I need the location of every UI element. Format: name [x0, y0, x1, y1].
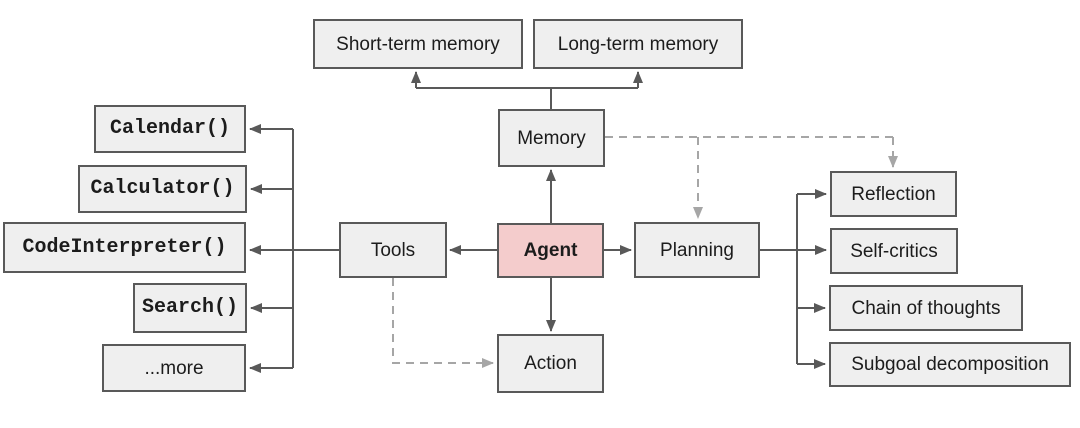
node-long-term-memory: Long-term memory: [533, 19, 743, 69]
node-self-critics: Self-critics: [830, 228, 958, 274]
node-memory: Memory: [498, 109, 605, 167]
node-reflection: Reflection: [830, 171, 957, 217]
node-agent: Agent: [497, 223, 604, 278]
edge-tools-action-dashed: [392, 278, 494, 368]
node-planning: Planning: [634, 222, 760, 278]
node-tools: Tools: [339, 222, 447, 278]
node-calendar: Calendar(): [94, 105, 246, 153]
node-subgoal-decomposition: Subgoal decomposition: [829, 342, 1071, 387]
solid-edges: [249, 71, 827, 373]
node-action: Action: [497, 334, 604, 393]
node-calculator: Calculator(): [78, 165, 247, 213]
node-code-interpreter: CodeInterpreter(): [3, 222, 246, 273]
node-search: Search(): [133, 283, 247, 333]
dashed-edges: [392, 136, 898, 368]
node-short-term-memory: Short-term memory: [313, 19, 523, 69]
node-chain-of-thoughts: Chain of thoughts: [829, 285, 1023, 331]
node-more: ...more: [102, 344, 246, 392]
